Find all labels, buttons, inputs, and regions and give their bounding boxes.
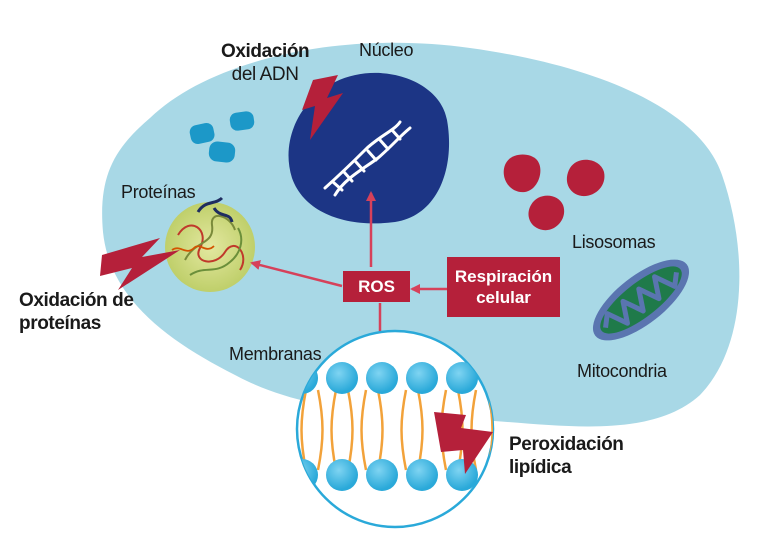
lipid-peroxidation-line-1: Peroxidación — [509, 434, 624, 455]
lipid-peroxidation-bolt-icon — [434, 412, 493, 474]
dna-oxidation-line-2: del ADN — [231, 64, 299, 85]
membranes-label: Membranas — [229, 344, 322, 364]
proteins-label: Proteínas — [121, 182, 196, 202]
dna-oxidation-bolt-icon — [302, 75, 343, 140]
dna-helix-icon — [323, 120, 412, 197]
arrow-ros-to-proteins — [250, 260, 343, 288]
cellular-respiration-box: Respiración celular — [447, 257, 560, 317]
lipid-peroxidation-label: Peroxidación lipídica — [509, 433, 624, 479]
lysosomes-label: Lisosomas — [572, 232, 656, 252]
ros-box: ROS — [343, 271, 410, 302]
cell-body — [102, 42, 740, 427]
ros-label: ROS — [358, 276, 395, 296]
lysosomes — [503, 154, 605, 231]
protein-oxidation-line-1: Oxidación de — [19, 290, 134, 311]
dna-oxidation-line-1: Oxidación — [221, 41, 310, 62]
protein-blob — [165, 196, 255, 292]
respiration-line-2: celular — [476, 288, 531, 307]
mitochondria-label: Mitocondria — [577, 361, 667, 381]
protein-oxidation-bolt-icon — [100, 238, 180, 290]
protein-oxidation-line-2: proteínas — [19, 313, 101, 334]
protein-oxidation-label: Oxidación de proteínas — [19, 289, 134, 335]
mitochondria — [592, 259, 690, 341]
lipid-peroxidation-line-2: lipídica — [509, 457, 572, 478]
nucleus-label: Núcleo — [359, 40, 414, 60]
dna-oxidation-label: Oxidación del ADN — [221, 40, 310, 86]
droplets — [189, 111, 255, 163]
respiration-line-1: Respiración — [454, 267, 553, 286]
